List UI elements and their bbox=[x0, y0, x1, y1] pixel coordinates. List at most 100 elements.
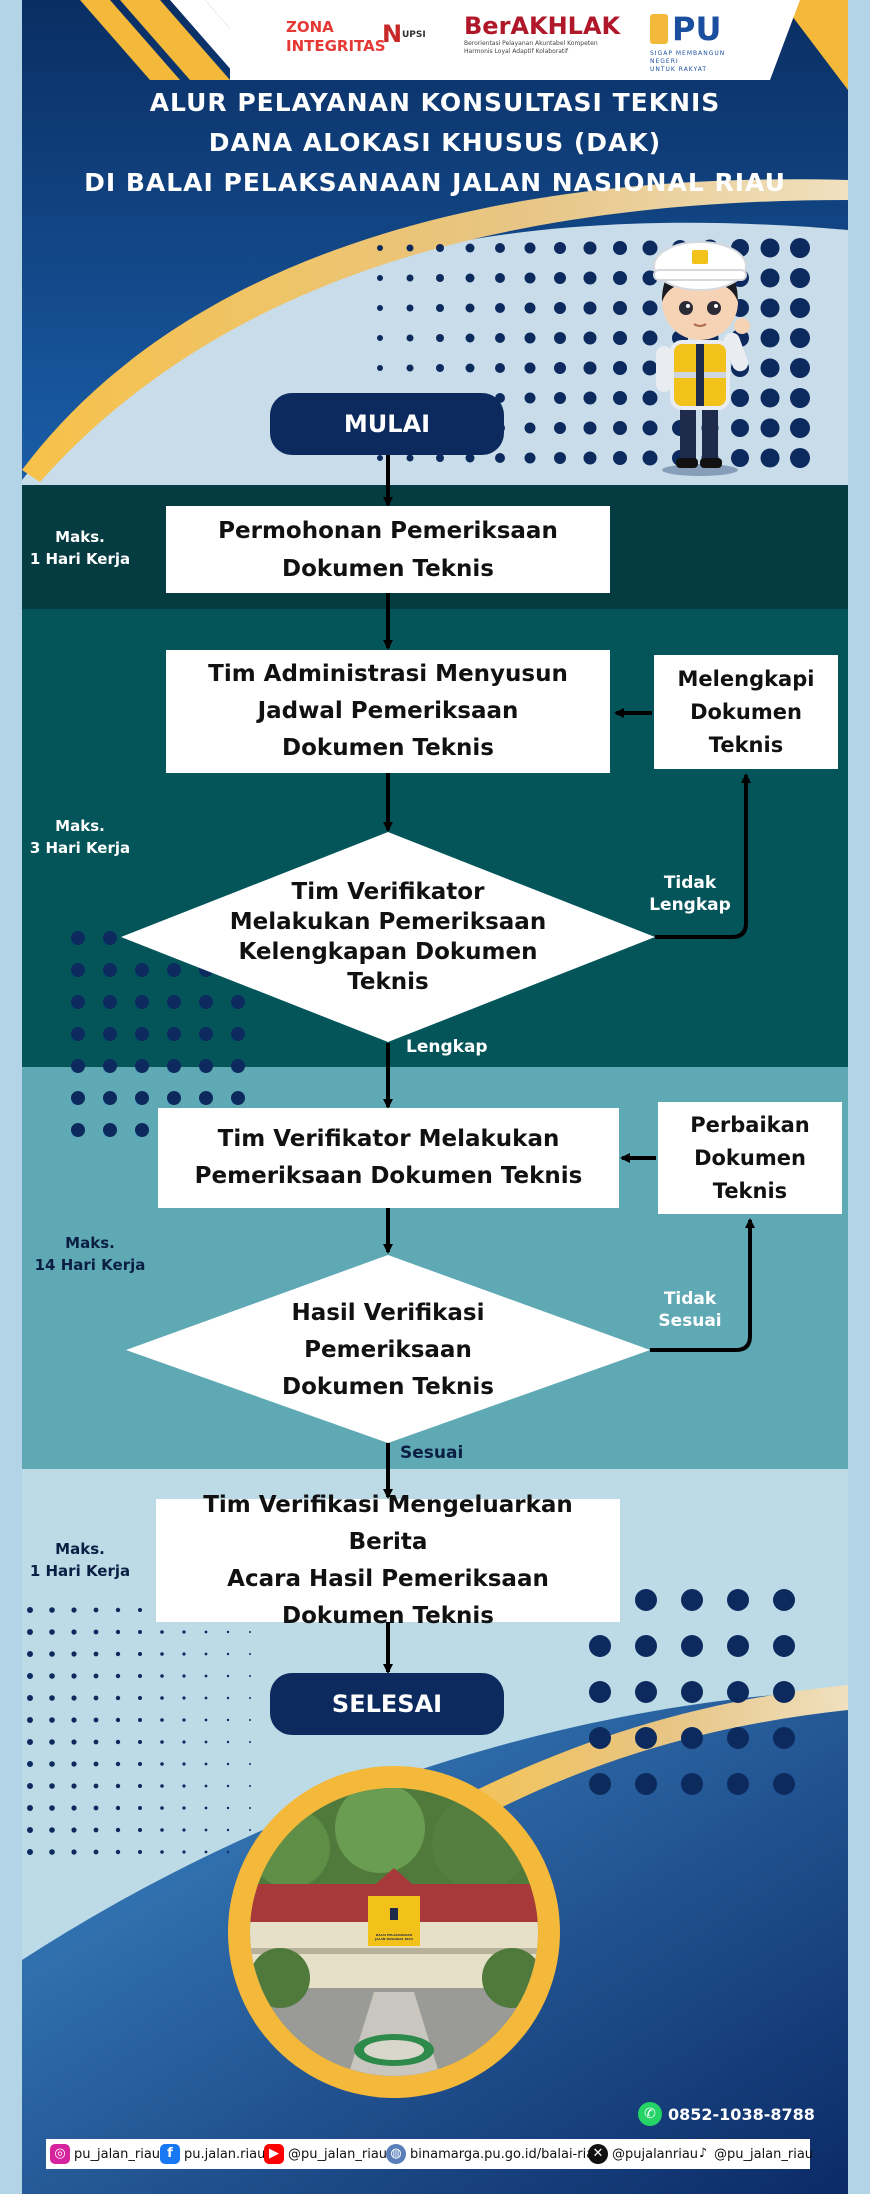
social-x[interactable]: ✕ @pujalanriau bbox=[588, 2139, 698, 2169]
dot bbox=[231, 1091, 245, 1105]
dot bbox=[583, 391, 597, 405]
dot bbox=[249, 1763, 251, 1765]
dot bbox=[727, 1635, 749, 1657]
duration-band-1: Maks. 1 Hari Kerja bbox=[29, 528, 131, 568]
dot bbox=[760, 418, 780, 438]
dot bbox=[465, 333, 475, 343]
dot bbox=[377, 335, 383, 341]
dot bbox=[790, 418, 810, 438]
dot bbox=[115, 1761, 121, 1767]
dot bbox=[135, 995, 149, 1009]
dot bbox=[135, 963, 149, 977]
start-terminal: MULAI bbox=[270, 393, 504, 455]
dot bbox=[199, 1091, 213, 1105]
dot bbox=[406, 334, 414, 342]
dot bbox=[436, 274, 444, 282]
dot bbox=[138, 1762, 142, 1766]
dot bbox=[204, 1784, 208, 1788]
dot bbox=[115, 1805, 121, 1811]
dot bbox=[465, 453, 475, 463]
dot bbox=[71, 1717, 77, 1723]
dot bbox=[727, 1773, 749, 1795]
dot bbox=[160, 1784, 164, 1788]
dot bbox=[249, 1785, 251, 1787]
dot bbox=[199, 995, 213, 1009]
dot bbox=[642, 330, 658, 346]
dot bbox=[138, 1740, 142, 1744]
dot bbox=[115, 1739, 121, 1745]
dot bbox=[524, 362, 536, 374]
dot bbox=[642, 450, 658, 466]
dot bbox=[71, 1673, 77, 1679]
dot bbox=[465, 363, 475, 373]
dot bbox=[160, 1740, 164, 1744]
dot bbox=[115, 1673, 121, 1679]
duration-band-4: Maks. 1 Hari Kerja bbox=[29, 1540, 131, 1580]
dot bbox=[27, 1717, 33, 1723]
dot bbox=[642, 390, 658, 406]
dot bbox=[138, 1630, 142, 1634]
dot bbox=[71, 931, 85, 945]
dot bbox=[138, 1850, 142, 1854]
dot bbox=[27, 1629, 33, 1635]
social-tiktok[interactable]: ♪ @pu_jalan_riau bbox=[696, 2139, 813, 2169]
decision-kelengkapan: Tim Verifikator Melakukan Pemeriksaan Ke… bbox=[229, 879, 547, 995]
dot bbox=[103, 1091, 117, 1105]
dot bbox=[436, 244, 444, 252]
dot bbox=[71, 1651, 77, 1657]
instagram-icon: ◎ bbox=[50, 2144, 70, 2164]
dot bbox=[406, 364, 414, 372]
dot bbox=[103, 995, 117, 1009]
dot bbox=[93, 1695, 99, 1701]
gold-arc-bottom bbox=[400, 1685, 848, 1840]
dot bbox=[115, 1827, 121, 1833]
dot bbox=[642, 300, 658, 316]
dot bbox=[583, 421, 597, 435]
dot bbox=[406, 244, 414, 252]
dot bbox=[554, 422, 566, 434]
dot bbox=[182, 1696, 186, 1700]
end-terminal: SELESAI bbox=[270, 1673, 504, 1735]
dot bbox=[249, 1807, 251, 1809]
dot bbox=[635, 1681, 657, 1703]
building-sign: BALAI PELAKSANAAN JALAN NASIONAL RIAU bbox=[375, 1933, 413, 1941]
dot bbox=[773, 1727, 795, 1749]
dot bbox=[71, 1629, 77, 1635]
dot bbox=[583, 361, 597, 375]
dot bbox=[524, 422, 536, 434]
dot bbox=[27, 1673, 33, 1679]
dot bbox=[681, 1681, 703, 1703]
dot bbox=[71, 1695, 77, 1701]
social-youtube[interactable]: ▶ @pu_jalan_riau bbox=[264, 2139, 387, 2169]
social-instagram[interactable]: ◎ pu_jalan_riau bbox=[50, 2139, 160, 2169]
social-website[interactable]: ◍ binamarga.pu.go.id/balai-riau bbox=[386, 2139, 602, 2169]
label-tidak-sesuai: Tidak Sesuai bbox=[658, 1289, 722, 1331]
dot bbox=[103, 931, 117, 945]
dot bbox=[71, 1827, 77, 1833]
dot bbox=[204, 1762, 208, 1766]
dot bbox=[760, 238, 780, 258]
dot bbox=[635, 1727, 657, 1749]
dot bbox=[589, 1635, 611, 1657]
pu-emblem-icon bbox=[650, 14, 668, 44]
dot bbox=[613, 301, 627, 315]
dot bbox=[27, 1783, 33, 1789]
dot bbox=[524, 242, 536, 254]
dot bbox=[681, 1635, 703, 1657]
dot bbox=[93, 1805, 99, 1811]
dot bbox=[226, 1630, 230, 1634]
social-facebook[interactable]: f pu.jalan.riau bbox=[160, 2139, 265, 2169]
decision-1-shape bbox=[121, 832, 655, 1042]
dot bbox=[554, 392, 566, 404]
dot bbox=[49, 1849, 55, 1855]
dot bbox=[554, 332, 566, 344]
dot bbox=[204, 1630, 208, 1634]
dot bbox=[27, 1607, 33, 1613]
dot bbox=[583, 451, 597, 465]
dot bbox=[613, 391, 627, 405]
decision-hasil-verifikasi: Hasil Verifikasi Pemeriksaan Dokumen Tek… bbox=[282, 1299, 494, 1400]
dot bbox=[199, 1059, 213, 1073]
phone-contact[interactable]: ✆ 0852-1038-8788 bbox=[638, 2100, 815, 2128]
